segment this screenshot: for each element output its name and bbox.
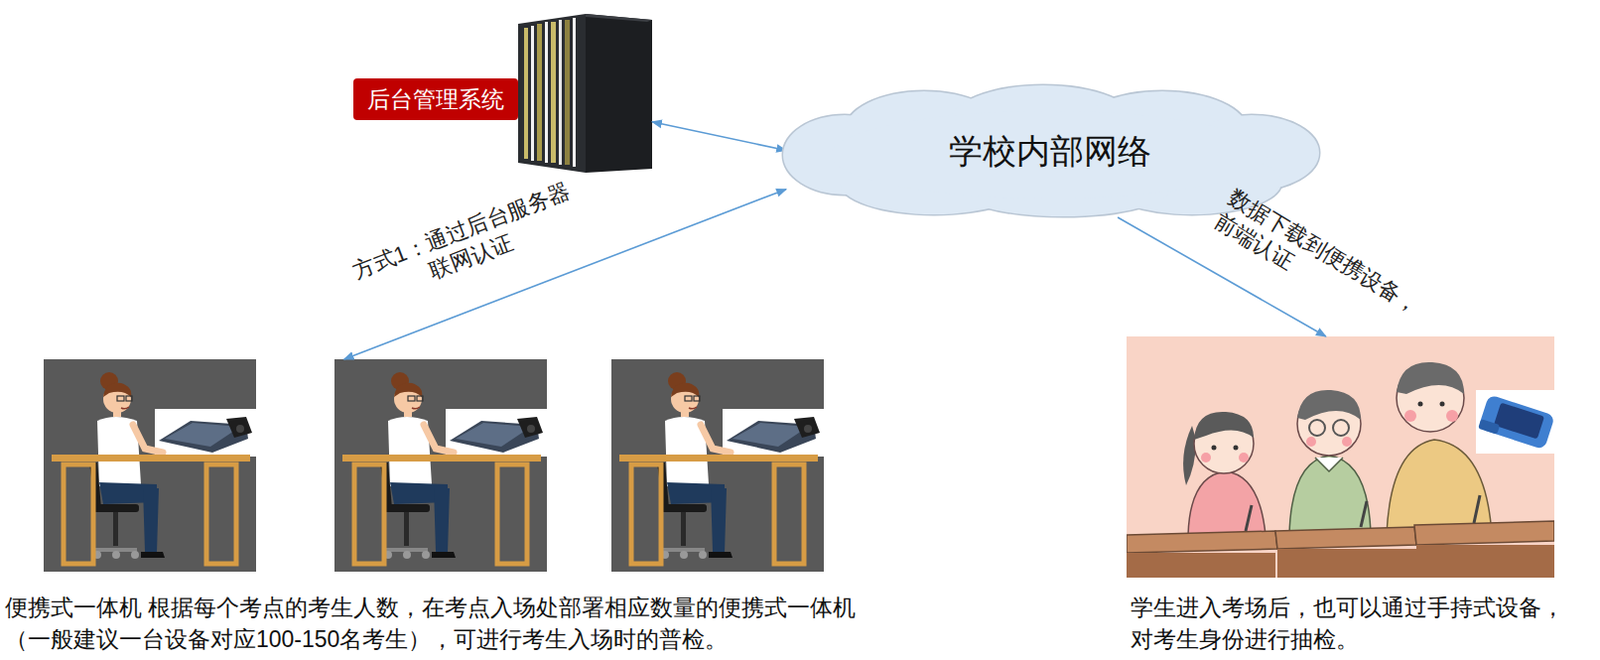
connector-label: 方式1：通过后台服务器 联网认证 bbox=[339, 173, 593, 316]
teacher-terminal-picture bbox=[43, 359, 257, 572]
caption-text: 便携式一体机 根据每个考点的考生人数，在考点入场处部署相应数量的便携式一体机 （… bbox=[4, 591, 873, 656]
system-label: 后台管理系统 bbox=[353, 78, 519, 121]
teacher-terminal-picture bbox=[611, 359, 824, 572]
terminal-illustrations bbox=[43, 359, 824, 572]
handheld-group: 学生进入考场后，也可以通过手持式设备， 对考生身份进行抽检。 bbox=[1126, 336, 1555, 578]
network-arrow bbox=[652, 122, 787, 151]
caption-text: 学生进入考场后，也可以通过手持式设备， 对考生身份进行抽检。 bbox=[1130, 591, 1574, 656]
terminal-group: 便携式一体机 根据每个考点的考生人数，在考点入场处部署相应数量的便携式一体机 （… bbox=[43, 359, 824, 572]
connector-label: 数据下载到便携设备， 前端认证 bbox=[1208, 183, 1439, 353]
students-handheld-picture bbox=[1126, 336, 1556, 578]
teacher-terminal-picture bbox=[334, 359, 547, 572]
server-illustration bbox=[518, 13, 653, 173]
network-label: 学校内部网络 bbox=[948, 131, 1152, 171]
server-node: 后台管理系统 bbox=[518, 13, 653, 173]
